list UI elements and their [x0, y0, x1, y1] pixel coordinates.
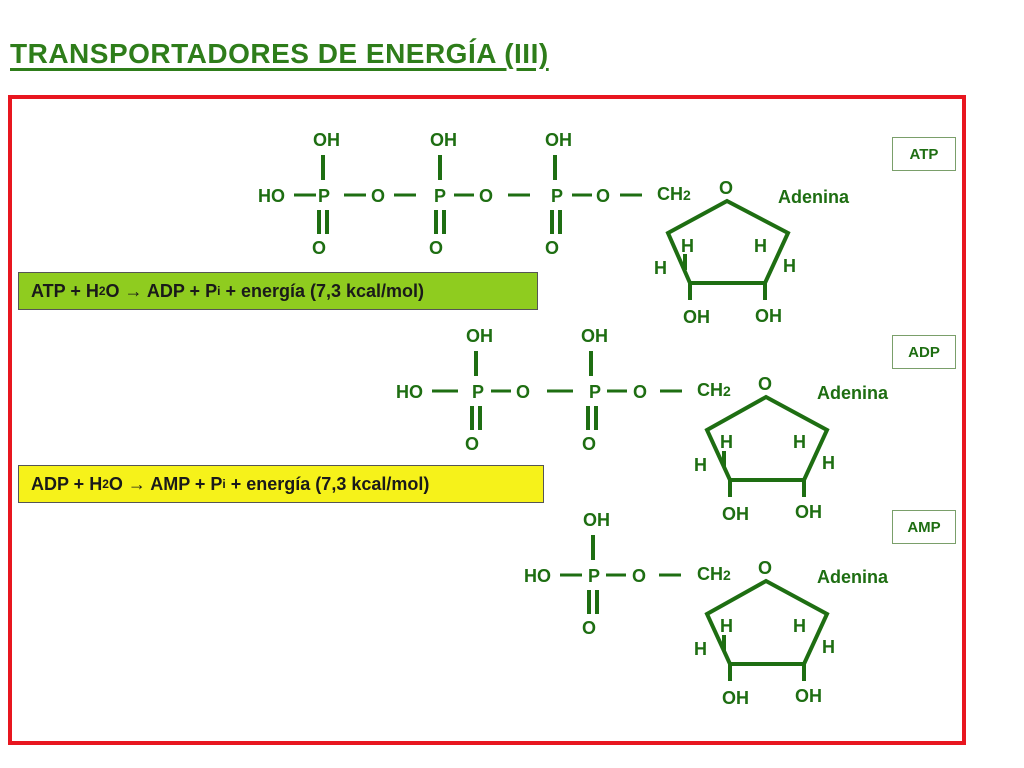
adp-oh-2: OH [581, 326, 608, 346]
adp-oh-ring-left: OH [722, 504, 749, 524]
adp-o-bridge-1: O [516, 382, 530, 402]
atp-ring-o: O [719, 178, 733, 198]
atp-p-1: P [318, 186, 330, 206]
atp-oh-1: OH [313, 130, 340, 150]
amp-h-left-up: H [720, 616, 733, 636]
atp-o-bridge-2: O [479, 186, 493, 206]
atp-ch2: CH2 [657, 184, 691, 204]
eq-text: + energía (7,3 kcal/mol) [225, 473, 430, 494]
adp-molecule: HO OH P O O OH P O O CH2 O Adenina H H H… [396, 326, 889, 524]
atp-o-bridge-1: O [371, 186, 385, 206]
eq-text: O → AMP + P [108, 473, 223, 494]
amp-molecule: HO OH P O O CH2 O Adenina H H H H OH OH [524, 510, 889, 708]
eq-subscript: 2 [102, 477, 109, 491]
adp-ring-o: O [758, 374, 772, 394]
atp-oh-3: OH [545, 130, 572, 150]
adp-adenina: Adenina [817, 383, 889, 403]
amp-label-box: AMP [892, 510, 956, 544]
adp-ch2: CH2 [697, 380, 731, 400]
atp-oh-ring-left: OH [683, 307, 710, 327]
amp-p-1: P [588, 566, 600, 586]
adp-o-dbl-1: O [465, 434, 479, 454]
atp-h-right-down: H [783, 256, 796, 276]
adp-p-2: P [589, 382, 601, 402]
atp-molecule: HO OH P O O OH P O O OH P O O CH2 O [258, 130, 850, 327]
atp-p-2: P [434, 186, 446, 206]
adp-ribose-ring [704, 394, 830, 482]
eq-text: ATP + H [31, 280, 99, 301]
atp-p-3: P [551, 186, 563, 206]
eq-subscript: 2 [98, 284, 106, 298]
eq-subscript: i [217, 284, 221, 298]
eq-text: O → ADP + P [105, 280, 218, 301]
content-frame [8, 95, 966, 745]
atp-ho: HO [258, 186, 285, 206]
atp-o-dbl-3: O [545, 238, 559, 258]
amp-ribose-ring [704, 578, 830, 666]
adp-label-box: ADP [892, 335, 956, 369]
amp-h-right-up: H [793, 616, 806, 636]
atp-o-bridge-3: O [596, 186, 610, 206]
adp-h-right-down: H [822, 453, 835, 473]
adp-o-bridge-2: O [633, 382, 647, 402]
adp-p-1: P [472, 382, 484, 402]
adp-o-dbl-2: O [582, 434, 596, 454]
atp-label-box: ATP [892, 137, 956, 171]
atp-oh-ring-right: OH [755, 306, 782, 326]
page-title: TRANSPORTADORES DE ENERGÍA (III) [10, 38, 549, 69]
atp-adenina: Adenina [778, 187, 850, 207]
atp-o-dbl-1: O [312, 238, 326, 258]
eq-subscript: i [222, 477, 226, 491]
amp-oh-ring-left: OH [722, 688, 749, 708]
atp-o-dbl-2: O [429, 238, 443, 258]
adp-oh-1: OH [466, 326, 493, 346]
atp-oh-2: OH [430, 130, 457, 150]
adp-h-left-down: H [694, 455, 707, 475]
atp-h-left-up: H [681, 236, 694, 256]
amp-o-bridge-1: O [632, 566, 646, 586]
amp-oh-1: OH [583, 510, 610, 530]
eq-text: + energía (7,3 kcal/mol) [220, 280, 425, 301]
adp-h-left-up: H [720, 432, 733, 452]
amp-o-dbl-1: O [582, 618, 596, 638]
amp-ho: HO [524, 566, 551, 586]
adp-ho: HO [396, 382, 423, 402]
atp-ribose-ring [665, 198, 791, 285]
amp-h-right-down: H [822, 637, 835, 657]
amp-h-left-down: H [694, 639, 707, 659]
atp-h-right-up: H [754, 236, 767, 256]
adp-oh-ring-right: OH [795, 502, 822, 522]
amp-ch2: CH2 [697, 564, 731, 584]
adp-h-right-up: H [793, 432, 806, 452]
amp-adenina: Adenina [817, 567, 889, 587]
eq-text: ADP + H [31, 473, 103, 494]
amp-ring-o: O [758, 558, 772, 578]
amp-oh-ring-right: OH [795, 686, 822, 706]
atp-h-left-down: H [654, 258, 667, 278]
